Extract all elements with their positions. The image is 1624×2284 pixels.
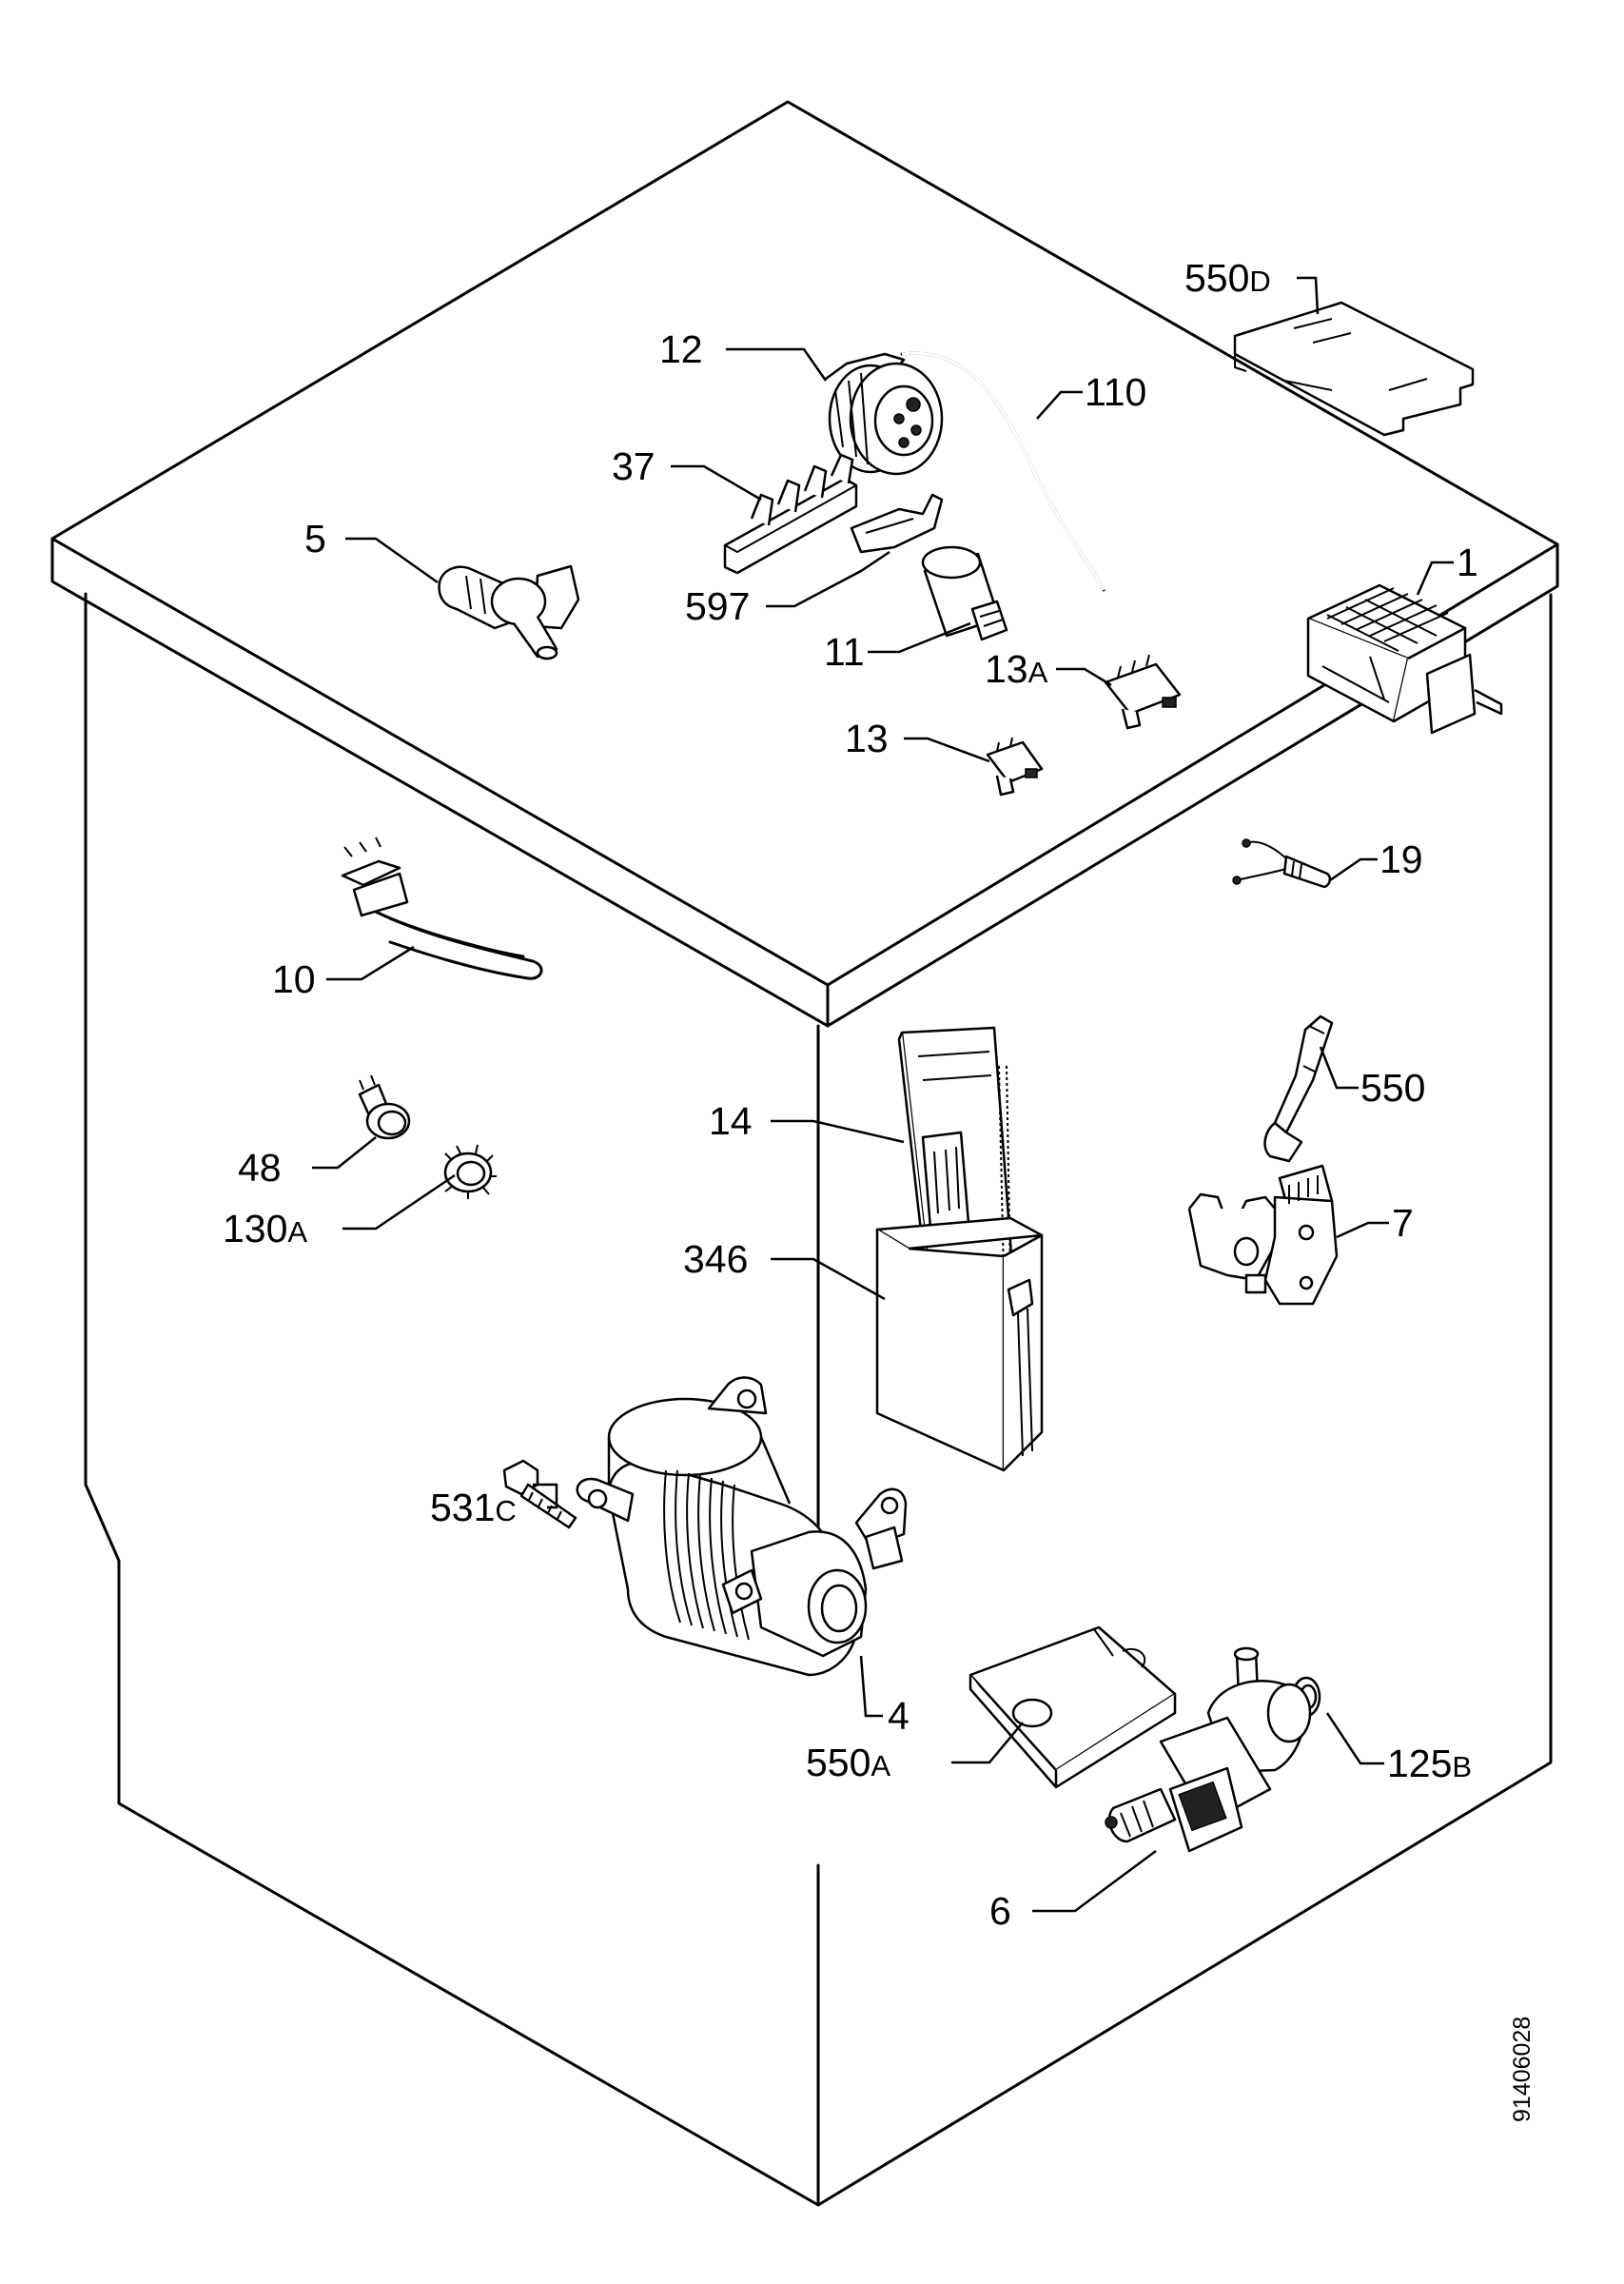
cabinet-outline [50,100,1559,2207]
switch-48-drawing [358,1074,411,1140]
part-label-125b: 125B [1387,1742,1472,1785]
part-label-550a: 550A [806,1741,890,1784]
part-labels: 550D 12 110 37 5 597 11 1 13A 13 19 10 5… [223,256,1478,1933]
part-label-5: 5 [304,517,326,561]
bracket-drawing [850,493,944,554]
part-label-48: 48 [238,1146,282,1190]
heater-element-drawing [341,837,543,980]
timer-drawing [1306,583,1503,735]
part-label-7: 7 [1392,1201,1414,1245]
container-box-drawing [875,1216,1044,1472]
part-label-4: 4 [888,1694,910,1738]
part-label-14: 14 [709,1099,753,1143]
part-label-10: 10 [272,957,316,1001]
cover-plate-drawing [1233,301,1475,437]
part-label-11: 11 [824,630,865,674]
hose-drawing [900,351,1105,592]
part-label-550: 550 [1360,1066,1425,1110]
part-label-531c: 531C [430,1486,517,1529]
drawing-number: 91406028 [1509,2017,1536,2122]
leader-lines [312,276,1454,1913]
part-label-13: 13 [845,717,889,760]
part-label-130a: 130A [223,1207,307,1250]
connector-13a-drawing [1104,654,1182,730]
capacitor-drawing [921,545,1008,641]
part-label-37: 37 [612,444,655,488]
part-label-597: 597 [685,584,750,628]
door-lock-drawing [1187,1164,1339,1306]
motor-drawing [576,1376,908,1677]
part-label-19: 19 [1379,837,1423,881]
lever-550-drawing [1263,1014,1334,1163]
part-label-12: 12 [659,327,703,371]
drain-pump-drawing [1105,1646,1312,1853]
sensor-drawing [1232,838,1332,889]
part-label-110: 110 [1085,370,1146,414]
part-label-1: 1 [1457,541,1478,584]
part-label-346: 346 [683,1237,748,1281]
pressure-switch-drawing [825,352,944,476]
water-valve-drawing [438,564,580,660]
connector-13-drawing [986,737,1044,797]
part-label-13a: 13A [985,647,1048,691]
foam-block-drawing [969,1625,1177,1789]
part-label-550d: 550D [1184,256,1271,300]
screw-drawing [502,1459,577,1529]
part-label-6: 6 [989,1889,1011,1933]
nut-130a-drawing [443,1144,497,1199]
terminal-block-drawing [723,453,858,575]
